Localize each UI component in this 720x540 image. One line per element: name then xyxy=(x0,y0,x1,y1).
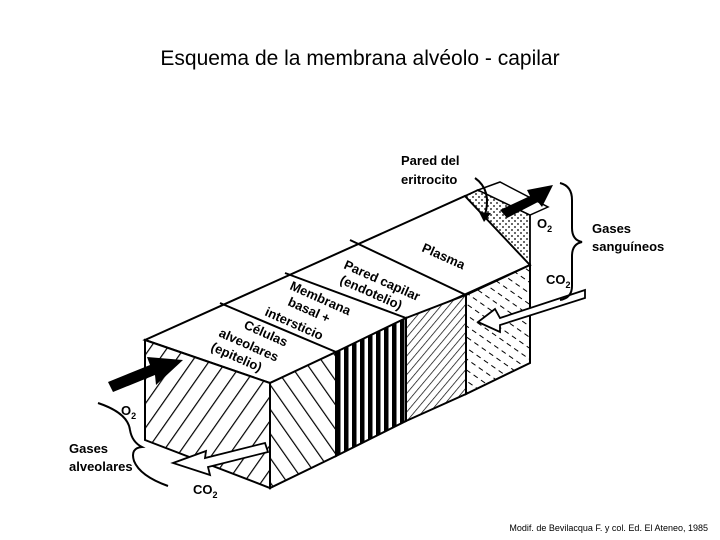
brace-gases-sanguineos xyxy=(559,182,583,301)
label-pared-eritrocito-1: Pared del xyxy=(401,153,460,168)
o2-arrow-left xyxy=(108,357,183,392)
co2-arrow-left xyxy=(170,441,270,477)
diagram-title: Esquema de la membrana alvéolo - capilar xyxy=(160,47,560,70)
label-gases-sanguineos-2: sanguíneos xyxy=(592,239,664,254)
label-gases-alveolares-2: alveolares xyxy=(69,459,133,474)
label-gases-sanguineos-1: Gases xyxy=(592,221,631,236)
label-gases-alveolares-1: Gases xyxy=(69,441,108,456)
label-o2-right: O2 xyxy=(537,216,552,234)
curved-pointer-arrow xyxy=(474,177,491,222)
source-credit: Modif. de Bevilacqua F. y col. Ed. El At… xyxy=(509,523,708,533)
label-co2-left: CO2 xyxy=(193,482,218,500)
label-o2-left: O2 xyxy=(121,403,136,421)
label-pared-eritrocito-2: eritrocito xyxy=(401,172,457,187)
o2-arrow-right xyxy=(500,185,553,218)
co2-arrow-right xyxy=(476,288,586,334)
label-co2-right: CO2 xyxy=(546,272,571,290)
layer-endothelium xyxy=(405,293,467,423)
brace-gases-alveolares xyxy=(97,402,169,487)
